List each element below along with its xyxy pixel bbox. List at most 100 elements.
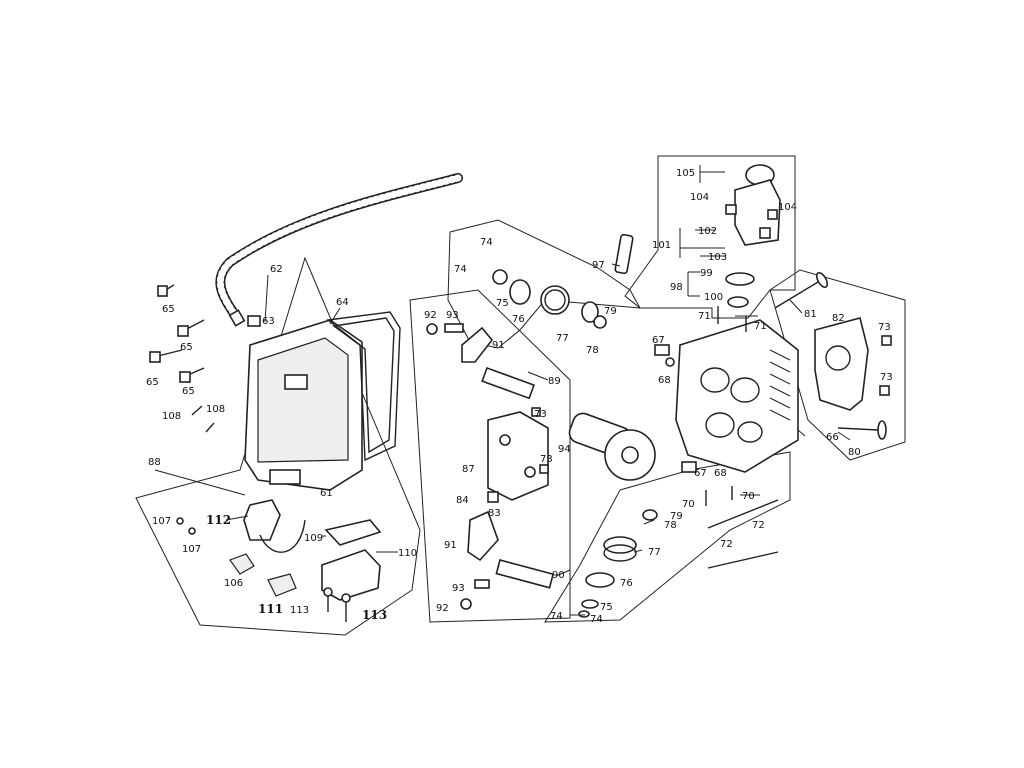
label-93: 93 (446, 310, 459, 321)
label-93: 93 (452, 583, 465, 594)
bolt-icon (149, 349, 183, 363)
label-108: 108 (162, 411, 181, 422)
label-99: 99 (700, 268, 713, 279)
label-107: 107 (182, 544, 201, 555)
label-78: 78 (586, 345, 599, 356)
label-76: 76 (512, 314, 525, 325)
label-73: 73 (880, 372, 893, 383)
label-74: 74 (590, 614, 603, 625)
studs (705, 306, 779, 569)
label-67: 67 (652, 335, 665, 346)
label-91: 91 (492, 340, 505, 351)
label-110: 110 (398, 548, 417, 559)
cylinder-head (654, 319, 799, 473)
label-92: 92 (424, 310, 437, 321)
label-70: 70 (742, 491, 755, 502)
outline-valve-upper-group (447, 219, 641, 349)
bolt-icon (157, 284, 175, 297)
label-82: 82 (832, 313, 845, 324)
label-112: 112 (206, 513, 231, 527)
label-81: 81 (804, 309, 817, 320)
label-79: 79 (604, 306, 617, 317)
head-gasket (814, 317, 869, 411)
label-74: 74 (550, 611, 563, 622)
label-71: 71 (754, 321, 767, 332)
label-63: 63 (262, 316, 275, 327)
label-113: 113 (290, 605, 309, 616)
label-68: 68 (658, 375, 671, 386)
label-68: 68 (714, 468, 727, 479)
label-97: 97 (592, 260, 605, 271)
label-72: 72 (752, 520, 765, 531)
bolts-left (149, 284, 261, 433)
label-65: 65 (146, 377, 159, 388)
label-105: 105 (676, 168, 695, 179)
label-64: 64 (336, 297, 349, 308)
label-88: 88 (148, 457, 161, 468)
label-102: 102 (698, 226, 717, 237)
cylinder-head-cover (244, 319, 363, 491)
label-109: 109 (304, 533, 323, 544)
label-65: 65 (162, 304, 175, 315)
label-101: 101 (652, 240, 671, 251)
label-73: 73 (534, 409, 547, 420)
label-73: 73 (540, 454, 553, 465)
label-78: 78 (664, 520, 677, 531)
part-number-labels: 105 104 104 102 101 103 97 99 98 100 74 … (146, 168, 893, 625)
label-80: 80 (848, 447, 861, 458)
label-113: 113 (362, 608, 387, 622)
rocker-assembly (426, 323, 555, 610)
label-104: 104 (778, 202, 797, 213)
label-79: 79 (670, 511, 683, 522)
label-72: 72 (720, 539, 733, 550)
valve-springs-upper (492, 269, 607, 329)
label-108: 108 (206, 404, 225, 415)
bolt-icon (177, 319, 205, 337)
cover-gasket (326, 311, 401, 462)
label-74: 74 (454, 264, 467, 275)
label-91: 91 (444, 540, 457, 551)
label-94: 94 (558, 444, 571, 455)
leader-lines (154, 165, 851, 616)
label-66: 66 (826, 432, 839, 443)
label-75: 75 (600, 602, 613, 613)
label-107: 107 (152, 516, 171, 527)
label-89: 89 (548, 376, 561, 387)
label-98: 98 (670, 282, 683, 293)
valve-springs-lower (578, 509, 658, 618)
clip-icon (247, 315, 261, 327)
breather-hose (215, 173, 463, 327)
label-67: 67 (694, 468, 707, 479)
label-74: 74 (480, 237, 493, 248)
label-100: 100 (704, 292, 723, 303)
label-73: 73 (878, 322, 891, 333)
spark-plug (614, 233, 634, 275)
label-75: 75 (496, 298, 509, 309)
label-104: 104 (690, 192, 709, 203)
label-90: 90 (552, 570, 565, 581)
dowels (879, 335, 892, 396)
label-87: 87 (462, 464, 475, 475)
pin-icon (191, 405, 215, 433)
label-92: 92 (436, 603, 449, 614)
label-106: 106 (224, 578, 243, 589)
label-65: 65 (180, 342, 193, 353)
label-62: 62 (270, 264, 283, 275)
label-76: 76 (620, 578, 633, 589)
label-84: 84 (456, 495, 469, 506)
oil-separator-parts (176, 499, 382, 622)
label-70: 70 (682, 499, 695, 510)
outline-rocker-group (409, 289, 571, 623)
label-83: 83 (488, 508, 501, 519)
camshaft (568, 412, 656, 481)
label-77: 77 (556, 333, 569, 344)
valves (774, 271, 887, 440)
label-61: 61 (320, 488, 333, 499)
label-65: 65 (182, 386, 195, 397)
label-71: 71 (698, 311, 711, 322)
bolt-icon (179, 367, 205, 383)
label-111: 111 (258, 602, 283, 616)
outline-valve-lower-group (544, 451, 791, 623)
outline-gasket-group (769, 269, 906, 461)
